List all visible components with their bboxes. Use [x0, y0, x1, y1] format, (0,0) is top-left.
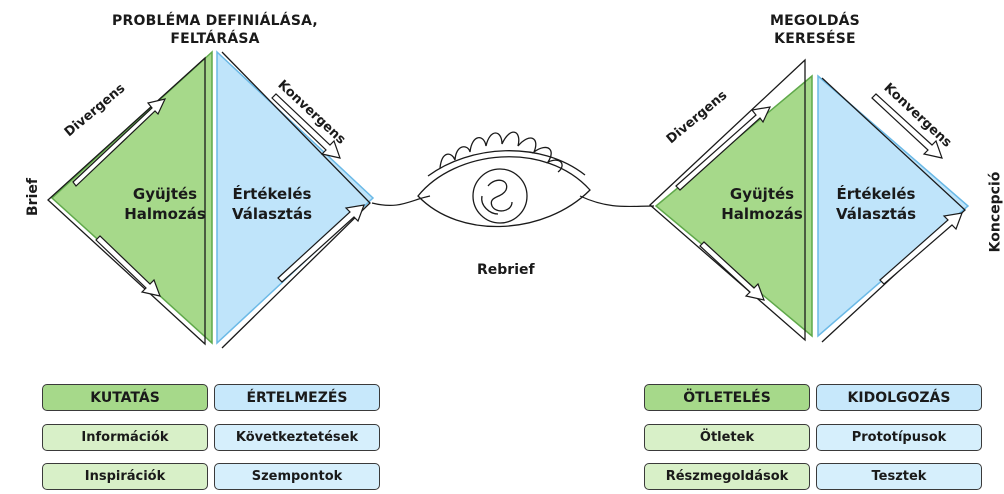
otleteles-header-text: ÖTLETELÉS	[683, 389, 771, 406]
inspiraciok-cell: Inspirációk	[40, 461, 208, 490]
tesztek-text: Tesztek	[871, 469, 927, 484]
problem-heading-line1: PROBLÉMA DEFINIÁLÁSA,	[112, 13, 318, 29]
konvergens-arrow-left	[271, 93, 341, 159]
kovetkeztetesek-cell: Következtetések	[212, 422, 380, 451]
divergens-arrow-right	[675, 106, 772, 191]
kutatas-header: KUTATÁS	[40, 382, 208, 411]
right-blue-label-line2: Választás	[835, 205, 917, 223]
kovetkeztetesek-text: Következtetések	[235, 430, 359, 445]
rebrief-label: Rebrief	[477, 262, 535, 278]
konvergens-arrow-right	[871, 93, 943, 159]
otleteles-header: ÖTLETELÉS	[642, 382, 810, 411]
informaciok-text: Információk	[81, 430, 169, 445]
szempontok-text: Szempontok	[251, 469, 343, 484]
right-green-label-line2: Halmozás	[721, 205, 803, 223]
solution-heading: MEGOLDÁS KERESÉSE	[740, 12, 890, 48]
left-blue-label-line2: Választás	[231, 205, 313, 223]
eye-icon	[417, 131, 591, 228]
right-blue-label-line1: Értékelés	[836, 185, 916, 203]
konvergens-arrow-left-bottom	[277, 204, 365, 283]
divergens-arrow-right-bottom	[699, 241, 765, 301]
prototipusok-cell: Prototípusok	[814, 422, 982, 451]
right-green-label-line1: Gyüjtés	[729, 185, 795, 203]
divergens-arrow-left	[72, 98, 167, 187]
prototipusok-text: Prototípusok	[851, 430, 947, 445]
otletek-text: Ötletek	[699, 430, 755, 445]
otletek-cell: Ötletek	[642, 422, 810, 451]
left-diamond	[47, 50, 375, 349]
right-blue-label: Értékelés Választás	[826, 184, 926, 224]
problem-heading-line2: FELTÁRÁSA	[170, 31, 260, 47]
problem-heading: PROBLÉMA DEFINIÁLÁSA, FELTÁRÁSA	[95, 12, 335, 48]
right-diamond	[649, 58, 970, 343]
inspiraciok-text: Inspirációk	[84, 469, 166, 484]
right-diamond-outline	[649, 58, 966, 343]
left-diamond-outline	[47, 51, 371, 349]
right-green-label: Gyüjtés Halmozás	[712, 184, 812, 224]
connector-line	[371, 195, 655, 208]
kutatas-header-text: KUTATÁS	[90, 389, 160, 406]
reszmegoldasok-text: Részmegoldások	[665, 469, 789, 484]
brief-label: Brief	[24, 178, 41, 216]
ertelmezes-header-text: ÉRTELMEZÉS	[246, 389, 348, 406]
reszmegoldasok-cell: Részmegoldások	[642, 461, 810, 490]
kidolgozas-header-text: KIDOLGOZÁS	[847, 389, 951, 406]
left-blue-label-line1: Értékelés	[232, 185, 312, 203]
left-green-label-line2: Halmozás	[124, 205, 206, 223]
koncepcio-label: Koncepció	[987, 171, 1004, 253]
divergens-arrow-left-bottom	[95, 235, 161, 297]
solution-heading-line1: MEGOLDÁS	[770, 13, 860, 29]
ertelmezes-header: ÉRTELMEZÉS	[212, 382, 380, 411]
kidolgozas-header: KIDOLGOZÁS	[814, 382, 982, 411]
szempontok-cell: Szempontok	[212, 461, 380, 490]
konvergens-arrow-right-bottom	[879, 212, 963, 285]
left-blue-label: Értékelés Választás	[222, 184, 322, 224]
left-green-label: Gyüjtés Halmozás	[115, 184, 215, 224]
informaciok-cell: Információk	[40, 422, 208, 451]
left-green-label-line1: Gyüjtés	[132, 185, 198, 203]
solution-heading-line2: KERESÉSE	[774, 31, 856, 47]
tesztek-cell: Tesztek	[814, 461, 982, 490]
